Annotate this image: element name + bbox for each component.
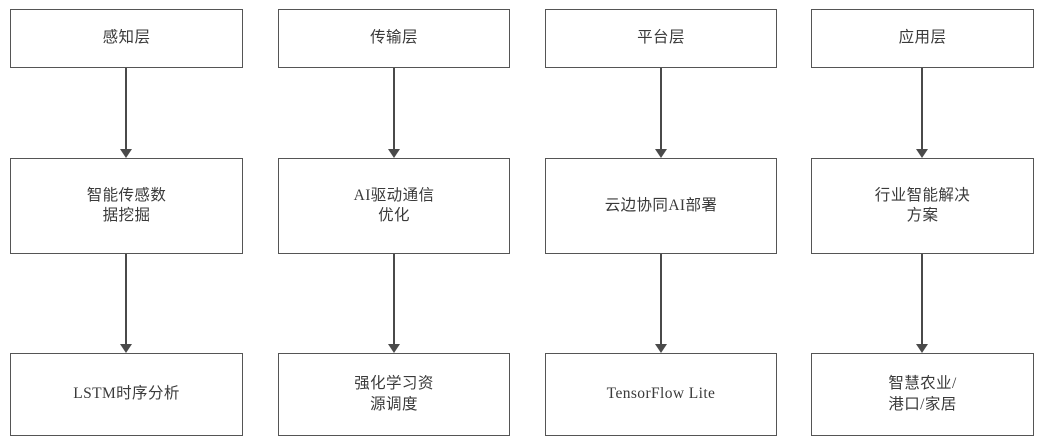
arrow-head-icon — [388, 149, 400, 158]
arrow-shaft — [660, 254, 662, 344]
arrow-connector — [119, 254, 133, 353]
diagram-column-platform: 平台层 云边协同AI部署 TensorFlow Lite — [545, 0, 777, 444]
node-transport-layer[interactable]: 传输层 — [278, 9, 510, 68]
arrow-head-icon — [388, 344, 400, 353]
diagram-column-perception: 感知层 智能传感数 据挖掘 LSTM时序分析 — [10, 0, 243, 444]
arrow-head-icon — [655, 344, 667, 353]
arrow-connector — [915, 68, 929, 158]
arrow-connector — [387, 68, 401, 158]
arrow-connector — [654, 254, 668, 353]
arrow-head-icon — [916, 149, 928, 158]
node-ai-driven-communication-optimization[interactable]: AI驱动通信 优化 — [278, 158, 510, 254]
arrow-shaft — [393, 68, 395, 149]
node-label: 应用层 — [898, 29, 947, 47]
arrow-shaft — [393, 254, 395, 344]
arrow-head-icon — [655, 149, 667, 158]
node-label: 平台层 — [637, 29, 685, 47]
arrow-connector — [119, 68, 133, 158]
arrow-connector — [915, 254, 929, 353]
arrow-head-icon — [120, 344, 132, 353]
node-smart-sensing-data-mining[interactable]: 智能传感数 据挖掘 — [10, 158, 243, 254]
arrow-head-icon — [916, 344, 928, 353]
node-label: TensorFlow Lite — [606, 385, 716, 403]
node-label: 传输层 — [370, 29, 418, 47]
node-platform-layer[interactable]: 平台层 — [545, 9, 777, 68]
node-cloud-edge-collaborative-ai-deployment[interactable]: 云边协同AI部署 — [545, 158, 777, 254]
node-label: 云边协同AI部署 — [604, 196, 718, 214]
arrow-shaft — [921, 254, 923, 344]
node-label: LSTM时序分析 — [73, 385, 180, 403]
arrow-shaft — [660, 68, 662, 149]
node-smart-agriculture-port-home[interactable]: 智慧农业/ 港口/家居 — [811, 353, 1034, 436]
node-label: AI驱动通信 优化 — [353, 186, 435, 224]
node-application-layer[interactable]: 应用层 — [811, 9, 1034, 68]
arrow-connector — [654, 68, 668, 158]
arrow-connector — [387, 254, 401, 353]
arrow-head-icon — [120, 149, 132, 158]
arrow-shaft — [125, 68, 127, 149]
node-industry-intelligent-solutions[interactable]: 行业智能解决 方案 — [811, 158, 1034, 254]
node-perception-layer[interactable]: 感知层 — [10, 9, 243, 68]
node-label: 行业智能解决 方案 — [874, 186, 971, 224]
node-reinforcement-learning-resource-scheduling[interactable]: 强化学习资 源调度 — [278, 353, 510, 436]
arrow-shaft — [125, 254, 127, 344]
node-label: 强化学习资 源调度 — [354, 375, 434, 413]
node-tensorflow-lite[interactable]: TensorFlow Lite — [545, 353, 777, 436]
diagram-column-application: 应用层 行业智能解决 方案 智慧农业/ 港口/家居 — [811, 0, 1034, 444]
diagram-column-transport: 传输层 AI驱动通信 优化 强化学习资 源调度 — [278, 0, 510, 444]
node-label: 感知层 — [102, 29, 151, 47]
node-lstm-time-series[interactable]: LSTM时序分析 — [10, 353, 243, 436]
arrow-shaft — [921, 68, 923, 149]
node-label: 智能传感数 据挖掘 — [86, 186, 167, 224]
node-label: 智慧农业/ 港口/家居 — [888, 375, 957, 413]
